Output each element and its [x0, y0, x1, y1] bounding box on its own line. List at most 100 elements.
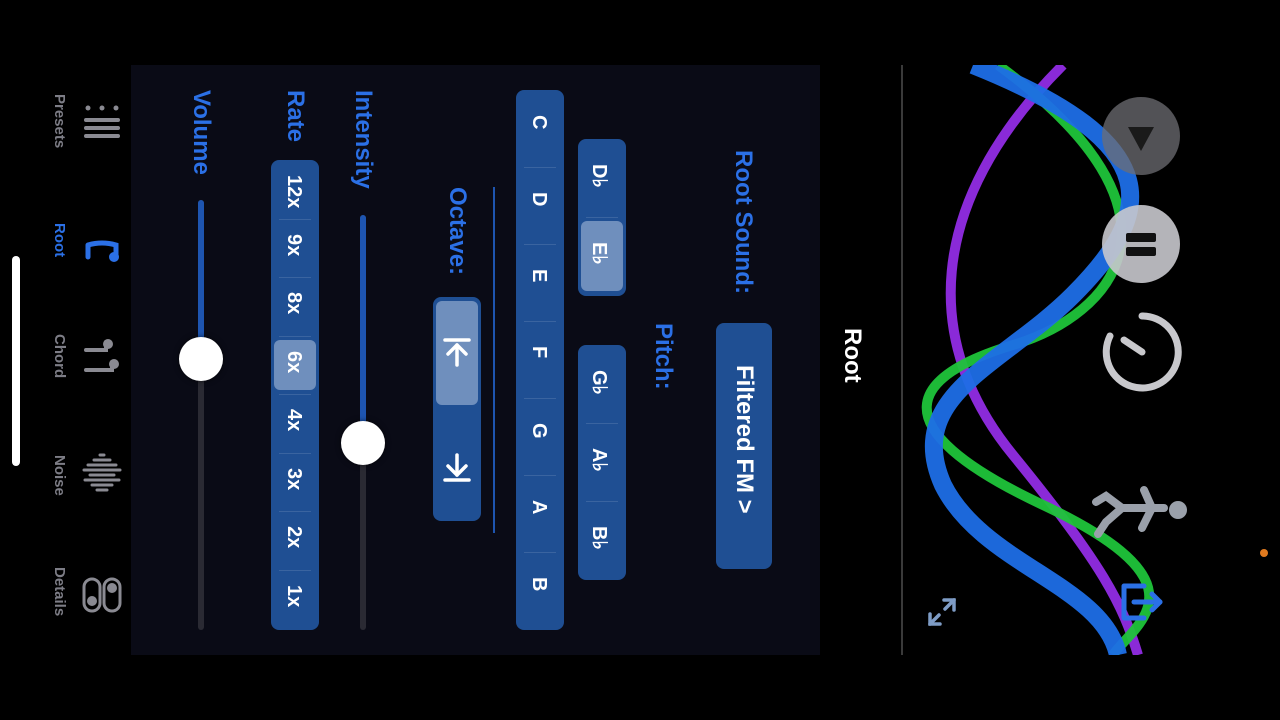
rate-option-5[interactable]: 3x: [271, 452, 319, 512]
volume-knob[interactable]: [179, 337, 223, 381]
tab-details[interactable]: Details: [40, 565, 122, 665]
pause-button[interactable]: [1102, 205, 1180, 283]
pitch-flat-key-1[interactable]: E♭: [578, 217, 626, 295]
tab-noise-label: Noise: [51, 455, 68, 496]
intensity-knob[interactable]: [341, 421, 385, 465]
pitch-flat-key-1[interactable]: A♭: [578, 423, 626, 501]
arrow-right-bar-icon[interactable]: [441, 453, 473, 483]
pitch-key-label: C: [528, 115, 550, 130]
rate-option-1[interactable]: 9x: [271, 218, 319, 278]
pitch-key-4[interactable]: G: [516, 398, 564, 475]
key-separator: [279, 394, 311, 395]
pitch-flat-key-0[interactable]: D♭: [578, 139, 626, 217]
rate-option-label: 12x: [283, 175, 305, 209]
rate-option-label: 4x: [283, 409, 305, 432]
key-separator: [279, 335, 311, 337]
pitch-label: Pitch:: [650, 323, 677, 390]
octave-selector: [433, 297, 481, 521]
pitch-flat-key-label: B♭: [588, 526, 610, 550]
pitch-key-6[interactable]: B: [516, 552, 564, 629]
pitch-flat-key-2[interactable]: B♭: [578, 501, 626, 579]
pitch-flat-key-selected: [581, 221, 623, 291]
rate-option-label: 1x: [283, 584, 305, 607]
play-button[interactable]: [1102, 97, 1180, 175]
root-sound-button[interactable]: Filtered FM >: [716, 323, 772, 569]
tab-noise[interactable]: Noise: [40, 445, 122, 545]
pitch-accidentals-top: D♭ E♭: [578, 139, 626, 296]
pitch-key-label: G: [528, 423, 550, 439]
intensity-slider[interactable]: [341, 215, 385, 630]
pitch-flat-key-0[interactable]: G♭: [578, 345, 626, 423]
rate-option-2[interactable]: 8x: [271, 277, 319, 336]
home-indicator[interactable]: [12, 256, 20, 466]
rate-option-6[interactable]: 2x: [271, 511, 319, 570]
tab-chord-label: Chord: [51, 334, 68, 379]
pitch-key-label: F: [528, 346, 550, 359]
rate-selector: 12x 9x 8x 6x 4x 3x 2x 1x: [271, 160, 319, 630]
tab-chord[interactable]: Chord: [40, 330, 120, 430]
key-separator: [279, 218, 311, 220]
pitch-key-0[interactable]: C: [516, 90, 564, 167]
rate-option-label: 2x: [283, 526, 305, 549]
pitch-key-label: D: [528, 192, 550, 207]
pitch-key-2[interactable]: E: [516, 244, 564, 321]
presets-icon: [84, 105, 120, 138]
pitch-key-3[interactable]: F: [516, 321, 564, 398]
rate-option-4[interactable]: 4x: [271, 394, 319, 453]
tab-root[interactable]: Root: [40, 215, 120, 315]
rate-option-label: 9x: [283, 233, 305, 256]
key-separator: [586, 501, 618, 502]
chord-notes-icon: [84, 339, 119, 372]
key-separator: [524, 475, 556, 476]
octave-divider: [493, 187, 495, 533]
pitch-key-label: E: [528, 269, 550, 283]
pitch-key-label: B: [528, 577, 550, 592]
root-sound-label: Root Sound:: [730, 150, 757, 294]
pause-icon: [1126, 233, 1156, 256]
pitch-key-1[interactable]: D: [516, 167, 564, 244]
timer-icon[interactable]: [1100, 310, 1184, 394]
music-note-icon: [85, 240, 119, 262]
key-separator: [586, 423, 618, 424]
key-separator: [524, 398, 556, 399]
arrow-left-bar-icon[interactable]: [441, 337, 473, 367]
pitch-flat-key-label: A♭: [588, 448, 610, 472]
tab-presets[interactable]: Presets: [40, 90, 120, 190]
intensity-fill: [360, 215, 366, 443]
pitch-flat-key-label: G♭: [588, 370, 610, 395]
tab-details-label: Details: [51, 567, 68, 617]
page-title: Root: [839, 328, 866, 383]
intensity-label: Intensity: [350, 90, 377, 189]
volume-label: Volume: [188, 90, 215, 175]
exit-icon[interactable]: [1118, 580, 1166, 624]
key-separator: [279, 511, 311, 512]
key-separator: [524, 244, 556, 245]
rate-option-label: 3x: [283, 467, 305, 490]
pitch-flat-key-label: D♭: [588, 164, 610, 188]
divider: [901, 65, 903, 655]
walking-person-icon[interactable]: [1092, 478, 1192, 538]
rate-option-7[interactable]: 1x: [271, 569, 319, 629]
volume-slider[interactable]: [179, 200, 223, 630]
pitch-naturals: C D E F G A B: [516, 90, 564, 630]
rate-option-label: 8x: [283, 292, 305, 315]
pitch-key-5[interactable]: A: [516, 475, 564, 552]
pitch-accidentals-bottom: G♭ A♭ B♭: [578, 345, 626, 580]
tab-presets-label: Presets: [51, 94, 68, 149]
volume-track: [198, 200, 204, 630]
root-sound-value: Filtered FM >: [731, 365, 758, 514]
key-separator: [279, 277, 311, 278]
key-separator: [279, 452, 311, 454]
toggles-icon: [82, 577, 122, 613]
rate-option-0[interactable]: 12x: [271, 160, 319, 219]
pitch-flat-key-label: E♭: [588, 242, 610, 265]
key-separator: [586, 217, 618, 218]
key-separator: [279, 569, 311, 571]
expand-icon[interactable]: [924, 594, 960, 630]
key-separator: [524, 321, 556, 322]
pitch-key-label: A: [528, 500, 550, 515]
rate-option-3[interactable]: 6x: [271, 335, 319, 395]
status-dot: [1260, 549, 1268, 557]
tab-root-label: Root: [51, 223, 68, 258]
